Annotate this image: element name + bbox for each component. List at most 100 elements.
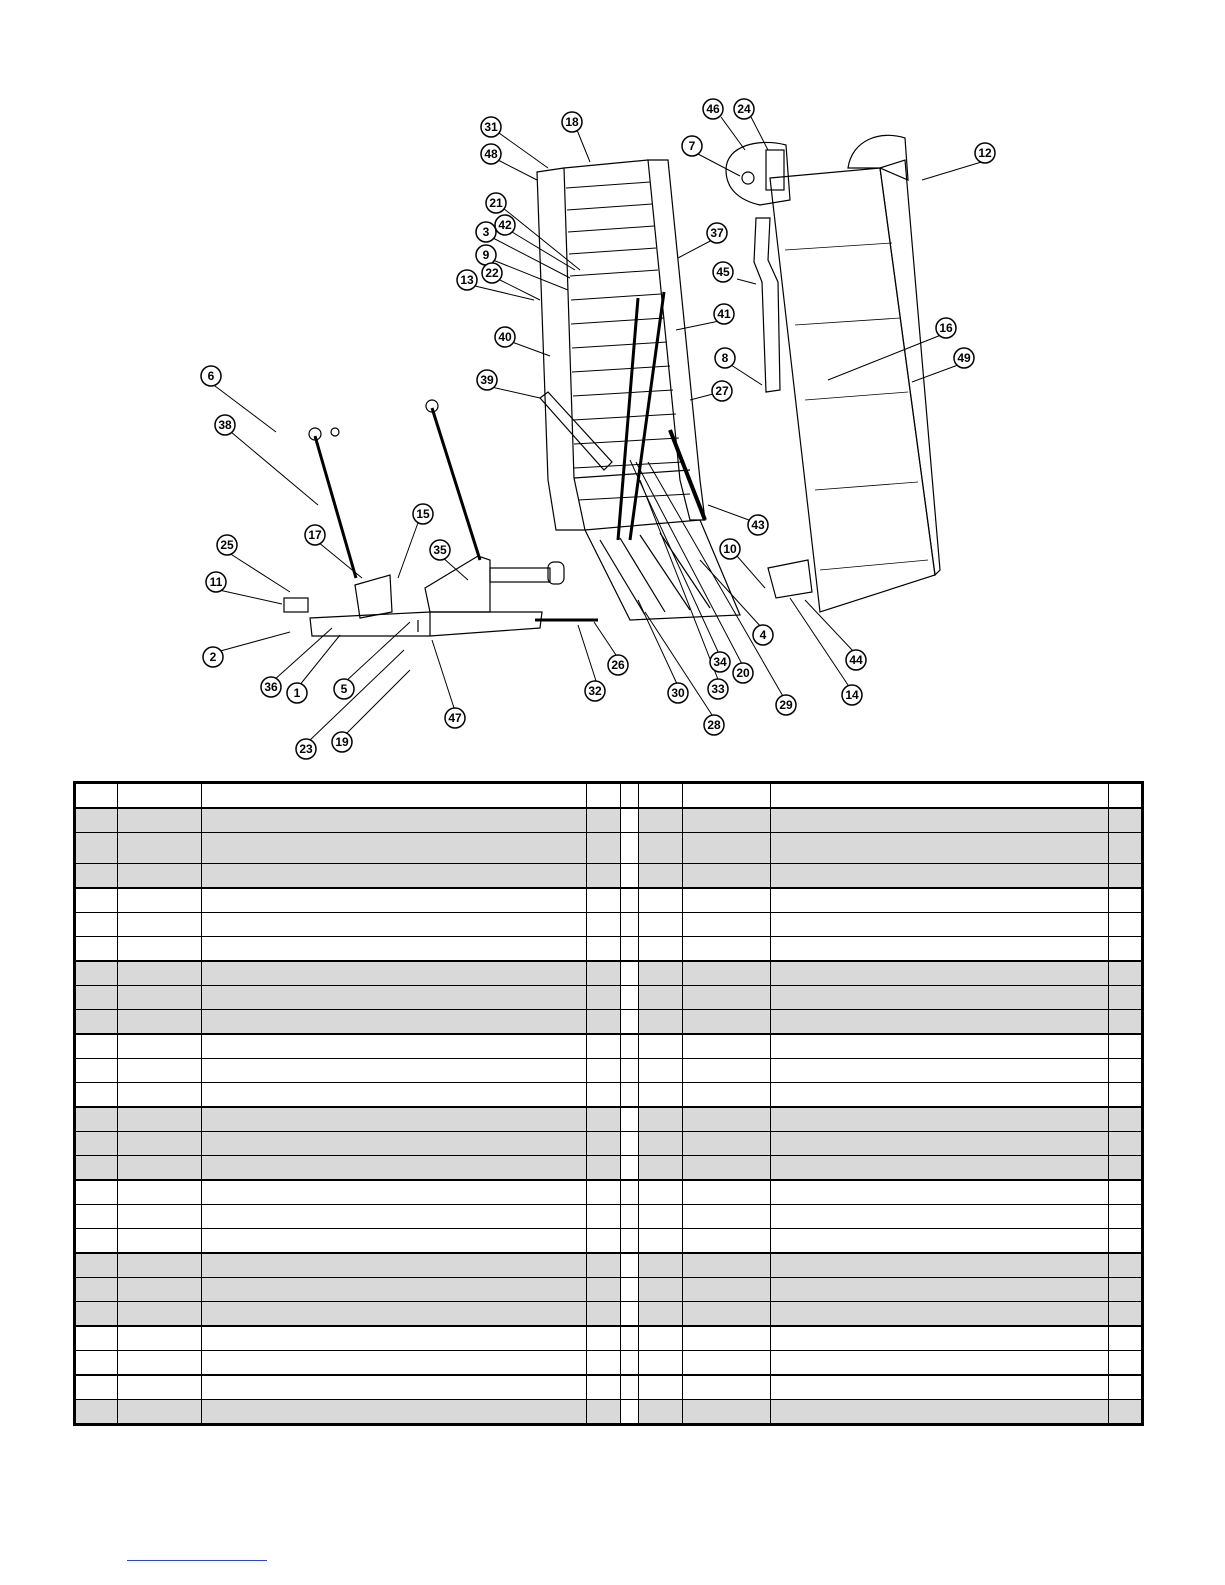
table-row	[73, 1399, 1144, 1425]
table-cell	[1107, 1252, 1144, 1278]
table-cell	[769, 912, 1109, 937]
table-divider-cell	[619, 1058, 639, 1083]
table-cell	[637, 1301, 683, 1327]
table-cell	[1107, 1228, 1144, 1254]
svg-text:15: 15	[416, 507, 430, 521]
table-cell	[201, 863, 588, 889]
table-cell	[637, 887, 683, 913]
table-row	[73, 1204, 1144, 1229]
table-cell	[1107, 936, 1144, 962]
header-divider	[619, 782, 639, 809]
svg-text:34: 34	[713, 655, 727, 669]
callout-10: 10	[719, 538, 741, 560]
svg-text:17: 17	[308, 528, 322, 542]
svg-text:25: 25	[220, 538, 234, 552]
table-cell	[769, 1252, 1109, 1278]
svg-text:35: 35	[433, 543, 447, 557]
svg-text:27: 27	[715, 384, 729, 398]
table-divider-cell	[619, 1106, 639, 1132]
table-cell	[201, 1106, 588, 1132]
table-cell	[117, 887, 203, 913]
table-row	[73, 1058, 1144, 1083]
table-cell	[769, 807, 1109, 833]
table-cell	[201, 1058, 588, 1083]
table-divider-cell	[619, 1009, 639, 1035]
table-cell	[637, 1082, 683, 1108]
table-cell	[637, 1033, 683, 1059]
table-cell	[73, 887, 119, 913]
table-cell	[681, 1277, 771, 1302]
svg-text:26: 26	[611, 658, 625, 672]
table-cell	[117, 807, 203, 833]
svg-text:40: 40	[498, 330, 512, 344]
svg-text:7: 7	[689, 139, 696, 153]
header-qty	[586, 782, 621, 809]
svg-text:1: 1	[294, 686, 301, 700]
table-cell	[117, 1058, 203, 1083]
svg-text:20: 20	[736, 666, 750, 680]
table-cell	[769, 1009, 1109, 1035]
table-cell	[586, 1252, 621, 1278]
header-item-right	[637, 782, 683, 809]
table-cell	[637, 807, 683, 833]
table-row	[73, 1009, 1144, 1035]
table-cell	[586, 887, 621, 913]
table-cell	[73, 1131, 119, 1156]
table-cell	[73, 1106, 119, 1132]
callout-9: 9	[475, 244, 497, 266]
svg-text:24: 24	[737, 102, 751, 116]
table-cell	[586, 1058, 621, 1083]
callout-14: 14	[841, 684, 863, 706]
svg-text:13: 13	[460, 273, 474, 287]
table-cell	[769, 1204, 1109, 1229]
table-cell	[586, 936, 621, 962]
svg-text:4: 4	[760, 628, 767, 642]
svg-text:10: 10	[723, 542, 737, 556]
callout-27: 27	[711, 380, 733, 402]
table-cell	[681, 887, 771, 913]
table-cell	[117, 960, 203, 986]
gas-struts	[308, 291, 666, 579]
table-cell	[117, 1301, 203, 1327]
table-cell	[637, 1179, 683, 1205]
table-divider-cell	[619, 1204, 639, 1229]
table-cell	[73, 1228, 119, 1254]
callout-37: 37	[706, 222, 728, 244]
table-divider-cell	[619, 1301, 639, 1327]
callout-47: 47	[444, 707, 466, 729]
callout-34: 34	[709, 651, 731, 673]
callout-3: 3	[475, 221, 497, 243]
table-cell	[637, 1374, 683, 1400]
table-cell	[681, 936, 771, 962]
table-divider-cell	[619, 887, 639, 913]
table-cell	[769, 1228, 1109, 1254]
callout-24: 24	[733, 98, 755, 120]
table-cell	[201, 1228, 588, 1254]
table-cell	[681, 1009, 771, 1035]
table-cell	[769, 985, 1109, 1010]
table-divider-cell	[619, 1033, 639, 1059]
header-part-number	[117, 782, 203, 809]
table-cell	[586, 985, 621, 1010]
table-cell	[586, 1131, 621, 1156]
table-cell	[117, 1350, 203, 1376]
table-cell	[769, 1082, 1109, 1108]
table-cell	[586, 1277, 621, 1302]
table-cell	[201, 1204, 588, 1229]
table-cell	[117, 1399, 203, 1425]
footer-link-underline[interactable]	[127, 1560, 267, 1561]
table-cell	[117, 1009, 203, 1035]
svg-text:45: 45	[716, 265, 730, 279]
svg-text:48: 48	[484, 147, 498, 161]
table-cell	[681, 1106, 771, 1132]
table-divider-cell	[619, 1277, 639, 1302]
table-cell	[201, 1325, 588, 1351]
table-cell	[586, 863, 621, 889]
table-cell	[637, 1277, 683, 1302]
table-cell	[73, 1009, 119, 1035]
table-cell	[1107, 1179, 1144, 1205]
table-cell	[201, 1350, 588, 1376]
pivot-plate	[725, 141, 791, 206]
parts-list-table	[73, 781, 1144, 1426]
callout-12: 12	[974, 142, 996, 164]
